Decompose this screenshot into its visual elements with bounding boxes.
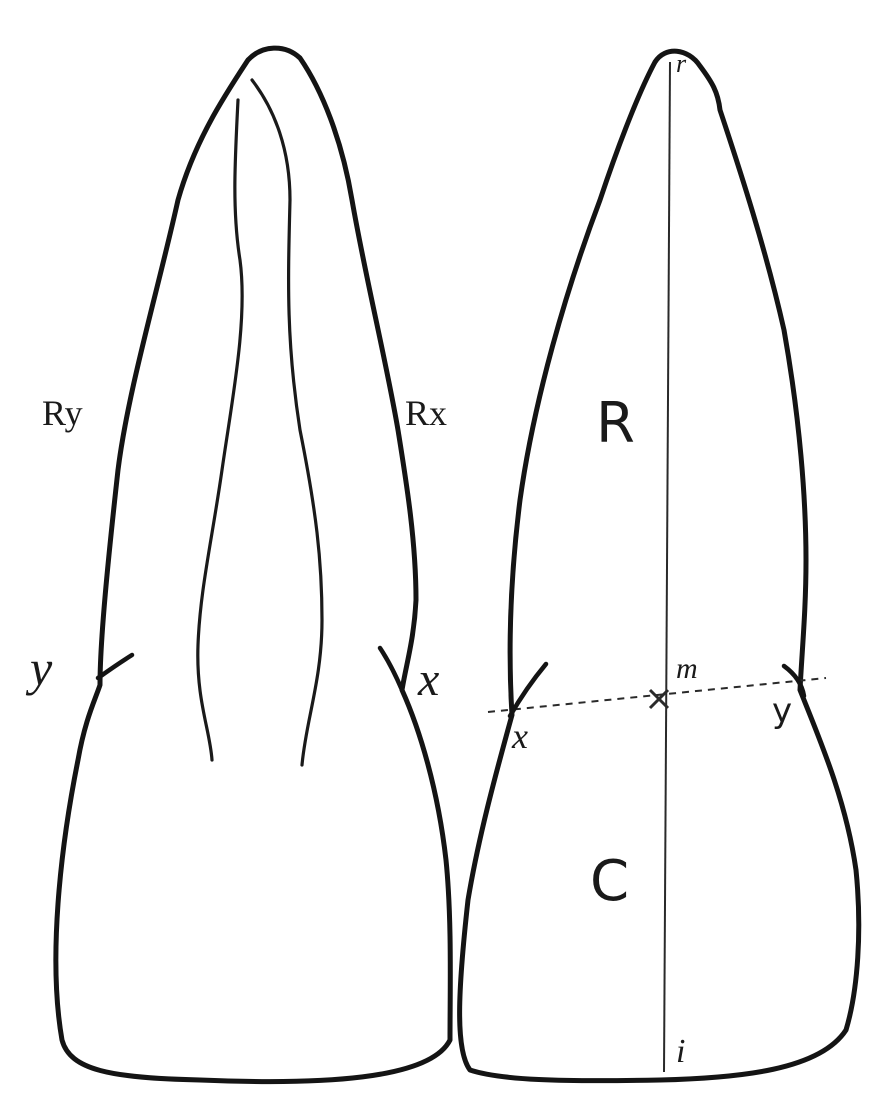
- label-ry: Ry: [42, 393, 83, 433]
- left-inner-line-b: [252, 80, 322, 765]
- right-tooth-outline: [460, 51, 859, 1081]
- label-midpoint-m: m: [676, 652, 698, 685]
- label-left-y: y: [25, 640, 53, 696]
- left-tooth: Ry Rx y x: [25, 48, 450, 1082]
- label-apex-r: r: [676, 49, 687, 78]
- long-axis-line: [664, 62, 670, 1072]
- label-incisal-i: i: [676, 1033, 685, 1070]
- left-inner-line-a: [198, 100, 242, 760]
- right-tooth: r R m x y C i: [460, 49, 859, 1081]
- label-crown-C: C: [590, 849, 629, 914]
- left-tooth-outline: [56, 48, 450, 1082]
- label-left-x: x: [417, 653, 439, 706]
- label-rx: Rx: [405, 393, 447, 433]
- label-right-x: x: [511, 716, 528, 756]
- label-root-R: R: [596, 391, 635, 456]
- label-right-y: y: [772, 691, 792, 731]
- left-cej-mark-x: [380, 648, 402, 690]
